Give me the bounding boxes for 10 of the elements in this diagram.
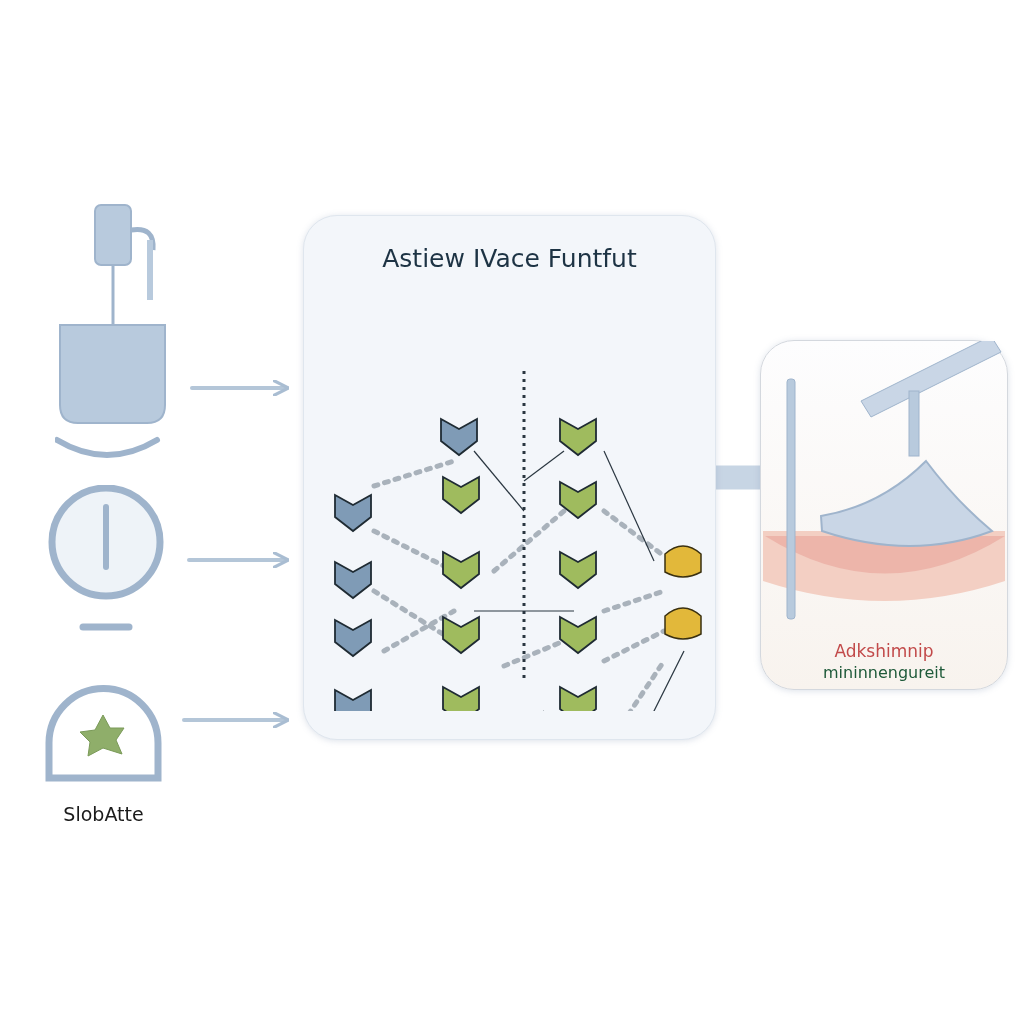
connector-bar [716,465,760,490]
panel-label: mininnengureit [822,663,946,682]
network-panel [303,215,716,740]
panel-label: Adkshimnip [833,641,935,661]
arrow [182,710,291,730]
panel-title: Astiew IVace Funtfut [381,244,638,273]
arrow [187,550,291,570]
result-panel [760,340,1008,690]
icon-caption: SlobAtte [62,803,145,825]
arrow [190,378,291,398]
